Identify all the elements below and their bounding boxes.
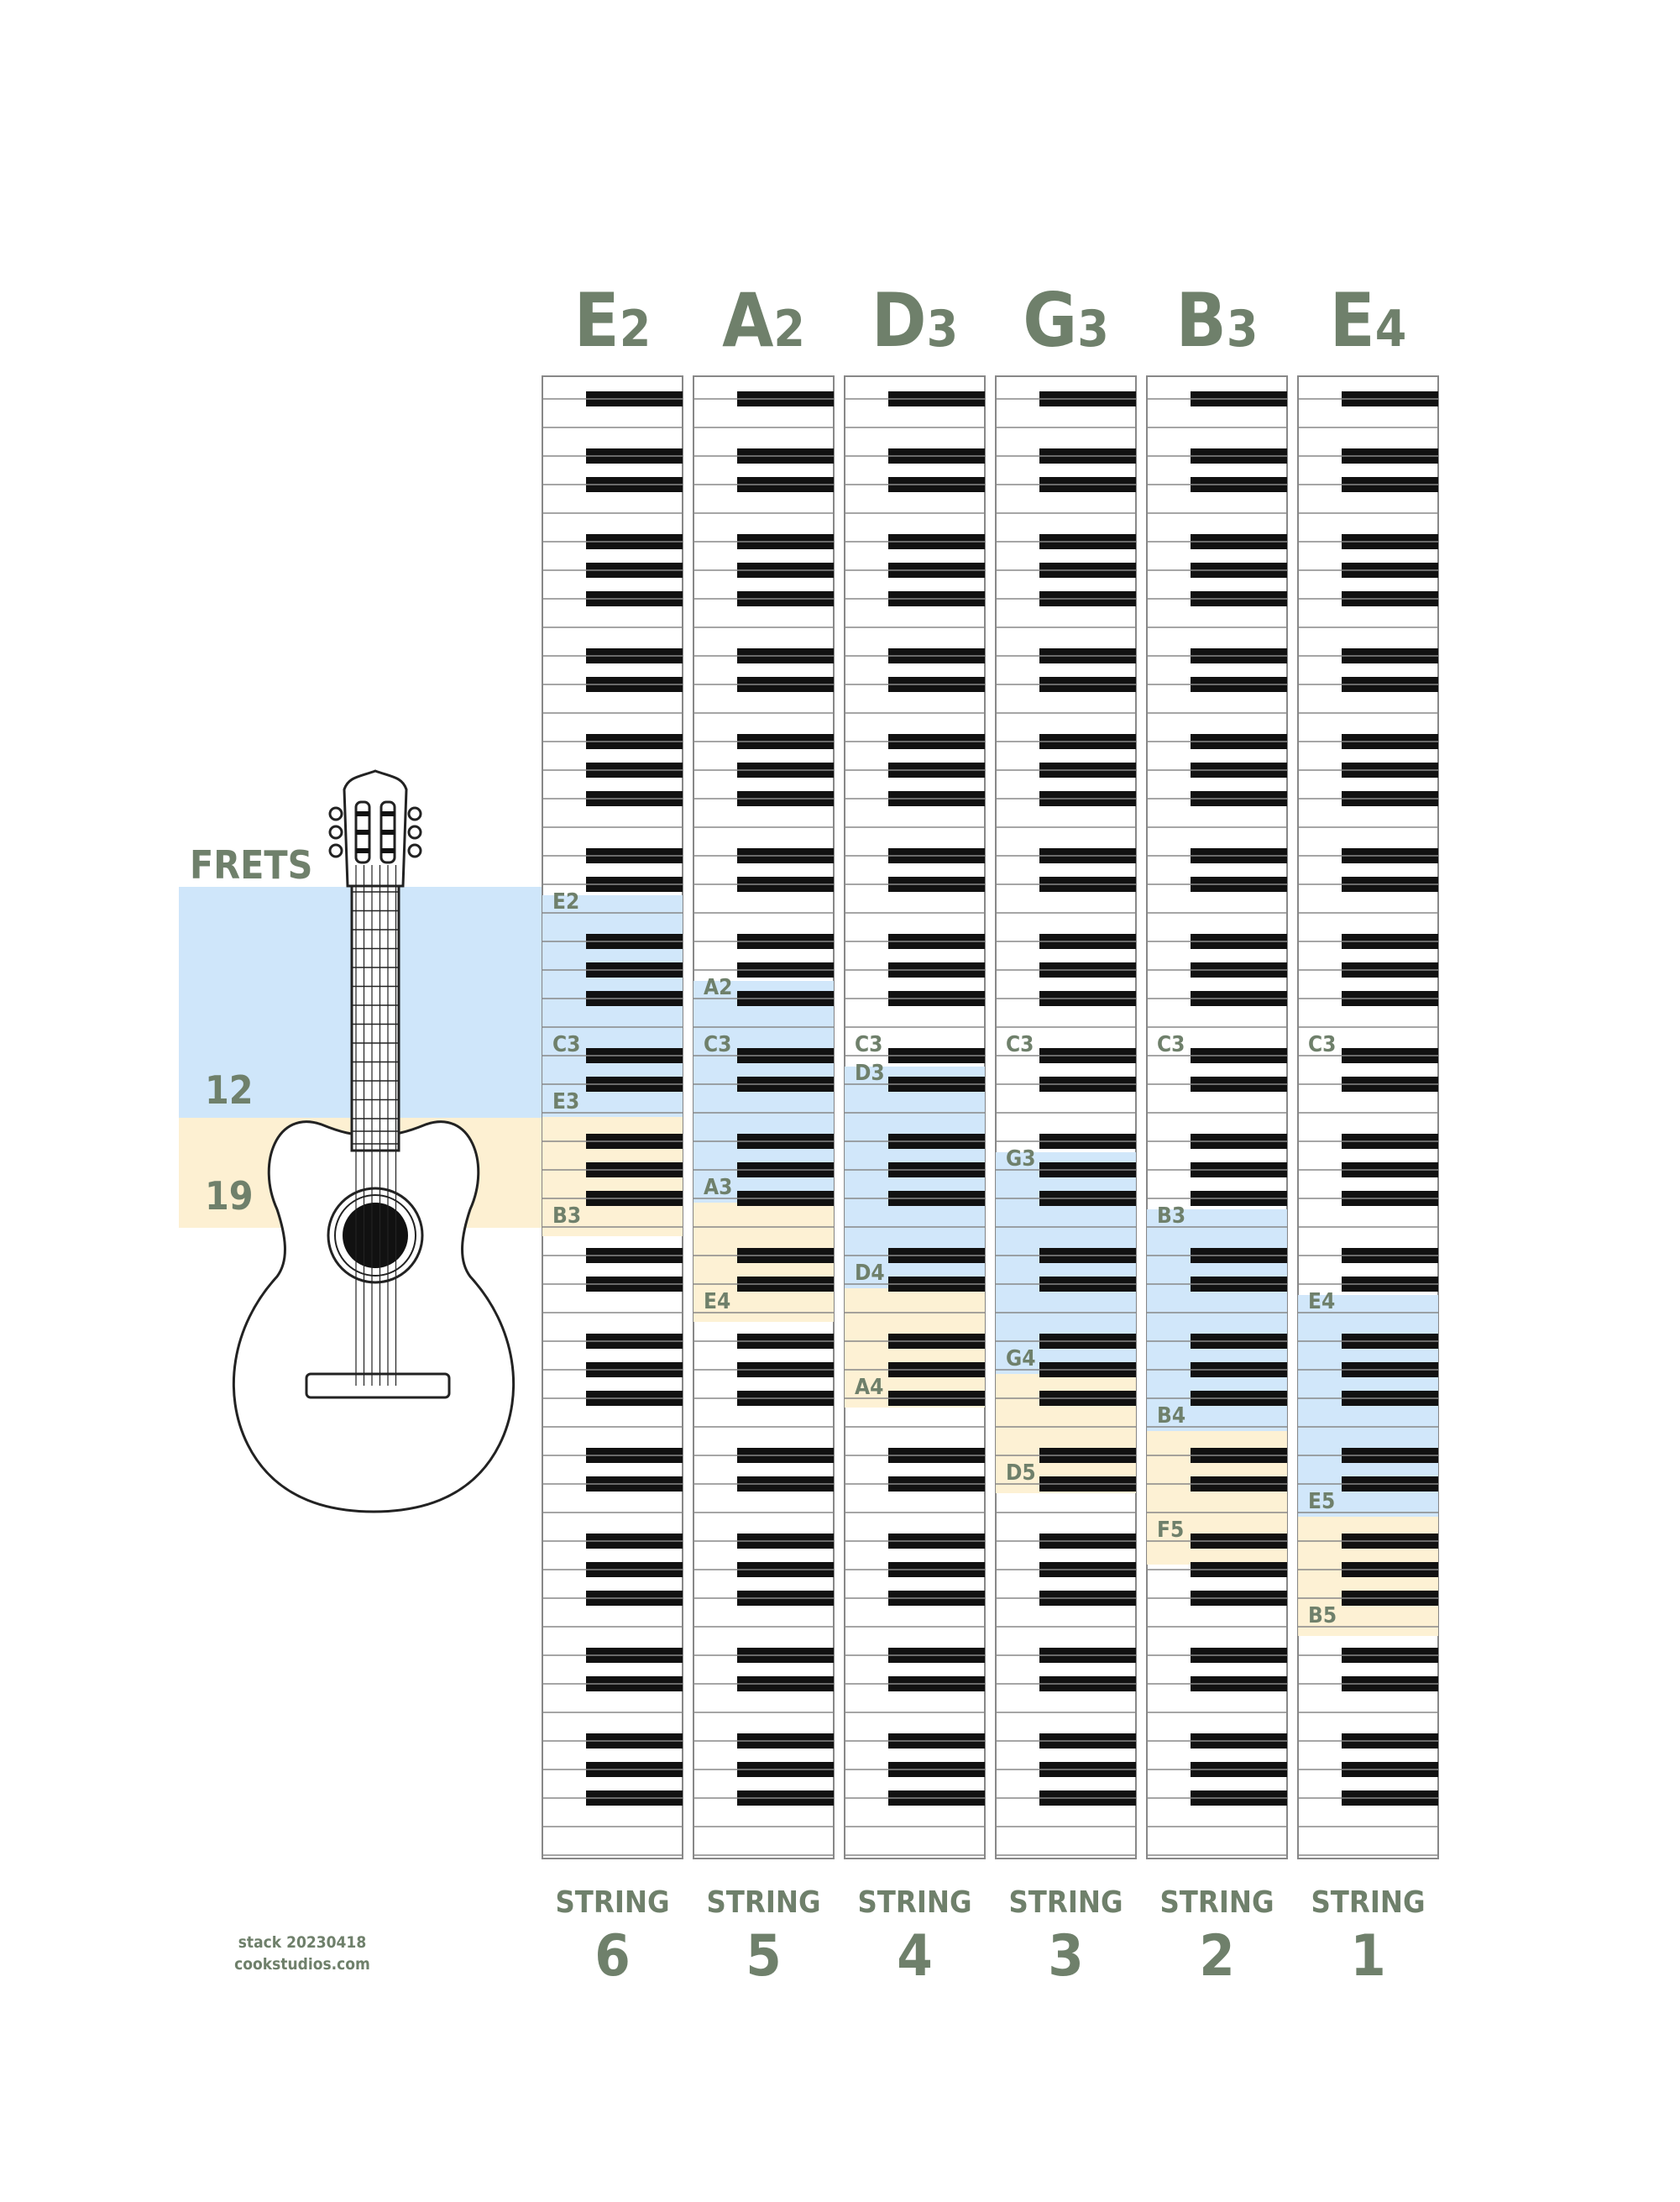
- note-marker: A2: [704, 975, 732, 1000]
- string-number-label: 5: [746, 1923, 782, 1990]
- string-keyboards: E2E2C3E3B3STRING6A2A2C3A3E4STRING5D3C3D3…: [542, 277, 1439, 1990]
- note-marker: E3: [552, 1089, 579, 1114]
- string-word-label: STRING: [1311, 1885, 1425, 1920]
- guitar-body: [232, 1120, 516, 1513]
- string-number-label: 3: [1048, 1923, 1084, 1990]
- note-marker: E4: [1308, 1289, 1335, 1314]
- string-number-label: 1: [1350, 1923, 1386, 1990]
- sound-hole: [343, 1203, 408, 1268]
- string-tuning-label: E4: [1330, 277, 1407, 364]
- note-marker: C3: [1157, 1032, 1185, 1057]
- string-word-label: STRING: [857, 1885, 971, 1920]
- footer-line-2: cookstudios.com: [234, 1955, 370, 1974]
- tuning-octave: 2: [620, 300, 652, 359]
- string-tuning-label: A2: [722, 277, 805, 364]
- keyboard-strip: [995, 375, 1137, 1859]
- tuning-note: E: [1330, 277, 1375, 364]
- guitar-headstock: [343, 769, 408, 888]
- note-marker: C3: [552, 1032, 580, 1057]
- note-marker: D4: [855, 1261, 885, 1286]
- footer-line-1: stack 20230418: [238, 1933, 367, 1952]
- string-word-label: STRING: [1008, 1885, 1123, 1920]
- tuning-note: D: [871, 277, 927, 364]
- string-tuning-label: G3: [1023, 277, 1109, 364]
- tuning-octave: 3: [1227, 300, 1259, 359]
- string-tuning-label: D3: [871, 277, 958, 364]
- tuning-note: G: [1023, 277, 1077, 364]
- keyboard-strip: [1146, 375, 1288, 1859]
- note-marker: G4: [1006, 1346, 1035, 1371]
- note-marker: E4: [704, 1289, 730, 1314]
- string-tuning-label: B3: [1176, 277, 1259, 364]
- note-marker: D5: [1006, 1460, 1036, 1486]
- note-marker: C3: [704, 1032, 731, 1057]
- tuning-octave: 2: [773, 300, 805, 359]
- tuning-note: B: [1176, 277, 1227, 364]
- tuning-octave: 3: [927, 300, 959, 359]
- fret-marker-12: 12: [205, 1067, 254, 1113]
- string-word-label: STRING: [555, 1885, 669, 1920]
- fret-marker-19: 19: [205, 1173, 254, 1219]
- note-marker: E5: [1308, 1489, 1335, 1514]
- note-marker: B4: [1157, 1403, 1185, 1429]
- note-marker: G3: [1006, 1146, 1035, 1172]
- tuning-note: E: [574, 277, 620, 364]
- guitar-neck: [350, 884, 400, 1152]
- string-word-label: STRING: [1159, 1885, 1274, 1920]
- footer-credit: stack 20230418 cookstudios.com: [168, 1932, 437, 1975]
- guitar-illustration: [232, 769, 516, 1513]
- frets-title: FRETS: [190, 842, 312, 888]
- note-marker: A3: [704, 1175, 732, 1200]
- note-marker: B5: [1308, 1603, 1337, 1628]
- string-tuning-label: E2: [574, 277, 652, 364]
- string-number-label: 6: [594, 1923, 631, 1990]
- string-word-label: STRING: [706, 1885, 820, 1920]
- tuning-octave: 4: [1375, 300, 1407, 359]
- note-marker: C3: [1308, 1032, 1336, 1057]
- tuning-octave: 3: [1077, 300, 1109, 359]
- string-number-label: 4: [897, 1923, 933, 1990]
- sound-hole-ring-inner: [334, 1194, 416, 1277]
- note-marker: C3: [1006, 1032, 1034, 1057]
- note-marker: A4: [855, 1375, 883, 1400]
- note-marker: F5: [1157, 1518, 1184, 1543]
- tuning-note: A: [722, 277, 773, 364]
- guitar-bridge: [305, 1372, 451, 1399]
- note-marker: B3: [1157, 1203, 1185, 1229]
- note-marker: E2: [552, 889, 579, 915]
- note-marker: B3: [552, 1203, 581, 1229]
- note-marker: C3: [855, 1032, 882, 1057]
- note-marker: D3: [855, 1061, 885, 1086]
- string-number-label: 2: [1199, 1923, 1235, 1990]
- sound-hole-ring: [327, 1187, 424, 1284]
